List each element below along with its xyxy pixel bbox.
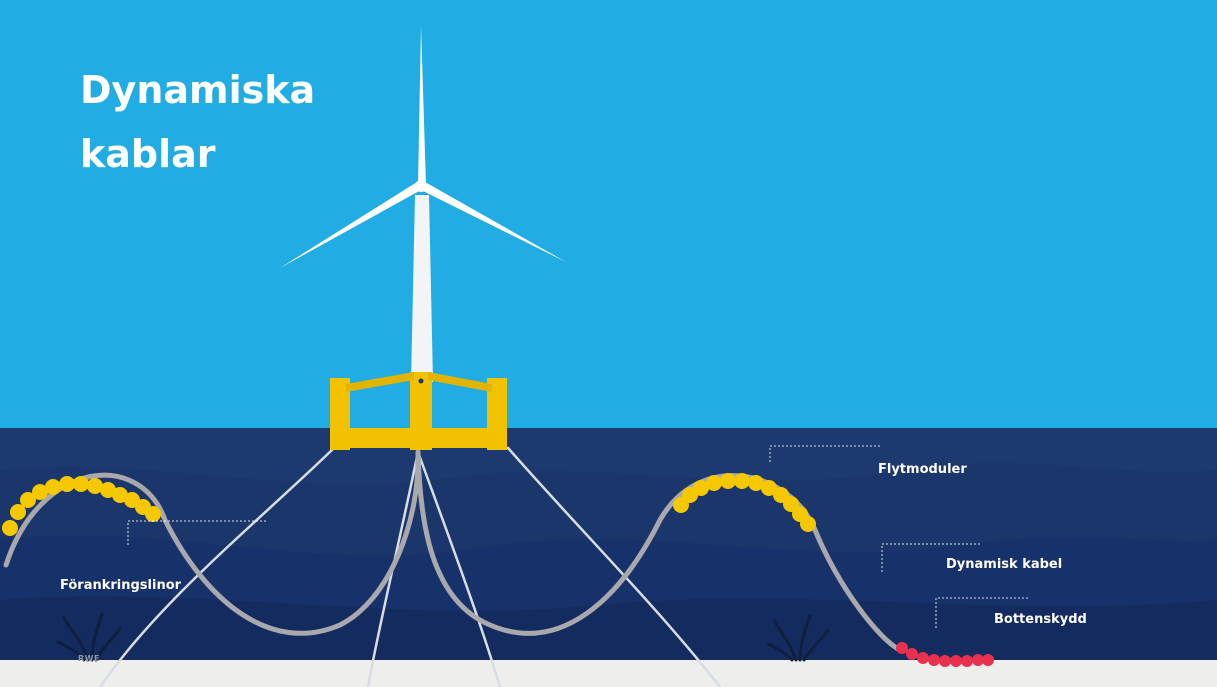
bottom-protection-segment [906, 648, 918, 660]
floater-module [145, 506, 161, 522]
diagram-title: Dynamiska kablar [80, 58, 315, 186]
floater-module [59, 476, 75, 492]
floater-module [800, 516, 816, 532]
floater-module [20, 492, 36, 508]
bottom-protection-segment [972, 654, 984, 666]
bottom-protection-segment [896, 642, 908, 654]
leader-lines [127, 445, 1030, 628]
turbine-blade-up [418, 26, 426, 186]
floater-module [45, 479, 61, 495]
floater-module [87, 478, 103, 494]
bottom-protection-segment [961, 655, 973, 667]
sea-wave-band-deepest [0, 596, 1217, 668]
turbine-tower [411, 195, 433, 382]
turbine-blade-left [280, 182, 421, 268]
bottom-protection [896, 642, 994, 667]
seabed [0, 660, 1217, 687]
bottom-protection-segment [917, 652, 929, 664]
label-mooring-lines: Förankringslinor [60, 578, 182, 593]
floater-module [32, 484, 48, 500]
floater-module [761, 480, 777, 496]
floating-platform-icon [330, 372, 507, 450]
turbine-hub [415, 180, 427, 192]
floater-module [706, 475, 722, 491]
label-floaters: Flytmoduler [878, 462, 967, 477]
floater-module [112, 487, 128, 503]
label-bottom-protection: Bottenskydd [994, 612, 1087, 627]
sky [0, 0, 1217, 432]
floater-module [720, 473, 736, 489]
rwe-logo: RWE [78, 654, 100, 663]
floater-module [73, 476, 89, 492]
bottom-protection-segment [928, 654, 940, 666]
seaweed-icon [56, 612, 122, 662]
bottom-protection-segment [939, 655, 951, 667]
bottom-protection-segment [982, 654, 994, 666]
floater-module [10, 504, 26, 520]
title-line-1: Dynamiska [80, 68, 316, 112]
floater-module [748, 475, 764, 491]
seaweed-icon [766, 614, 830, 662]
mooring-lines [98, 446, 722, 687]
bottom-protection-segment [950, 655, 962, 667]
title-line-2: kablar [80, 132, 216, 176]
floater-module [734, 473, 750, 489]
wind-turbine-icon [280, 26, 566, 382]
label-dynamic-cable: Dynamisk kabel [946, 557, 1063, 572]
floater-module [693, 480, 709, 496]
turbine-blade-right [421, 182, 566, 262]
floaters [2, 473, 816, 536]
floater-module [2, 520, 18, 536]
floater-module [100, 482, 116, 498]
